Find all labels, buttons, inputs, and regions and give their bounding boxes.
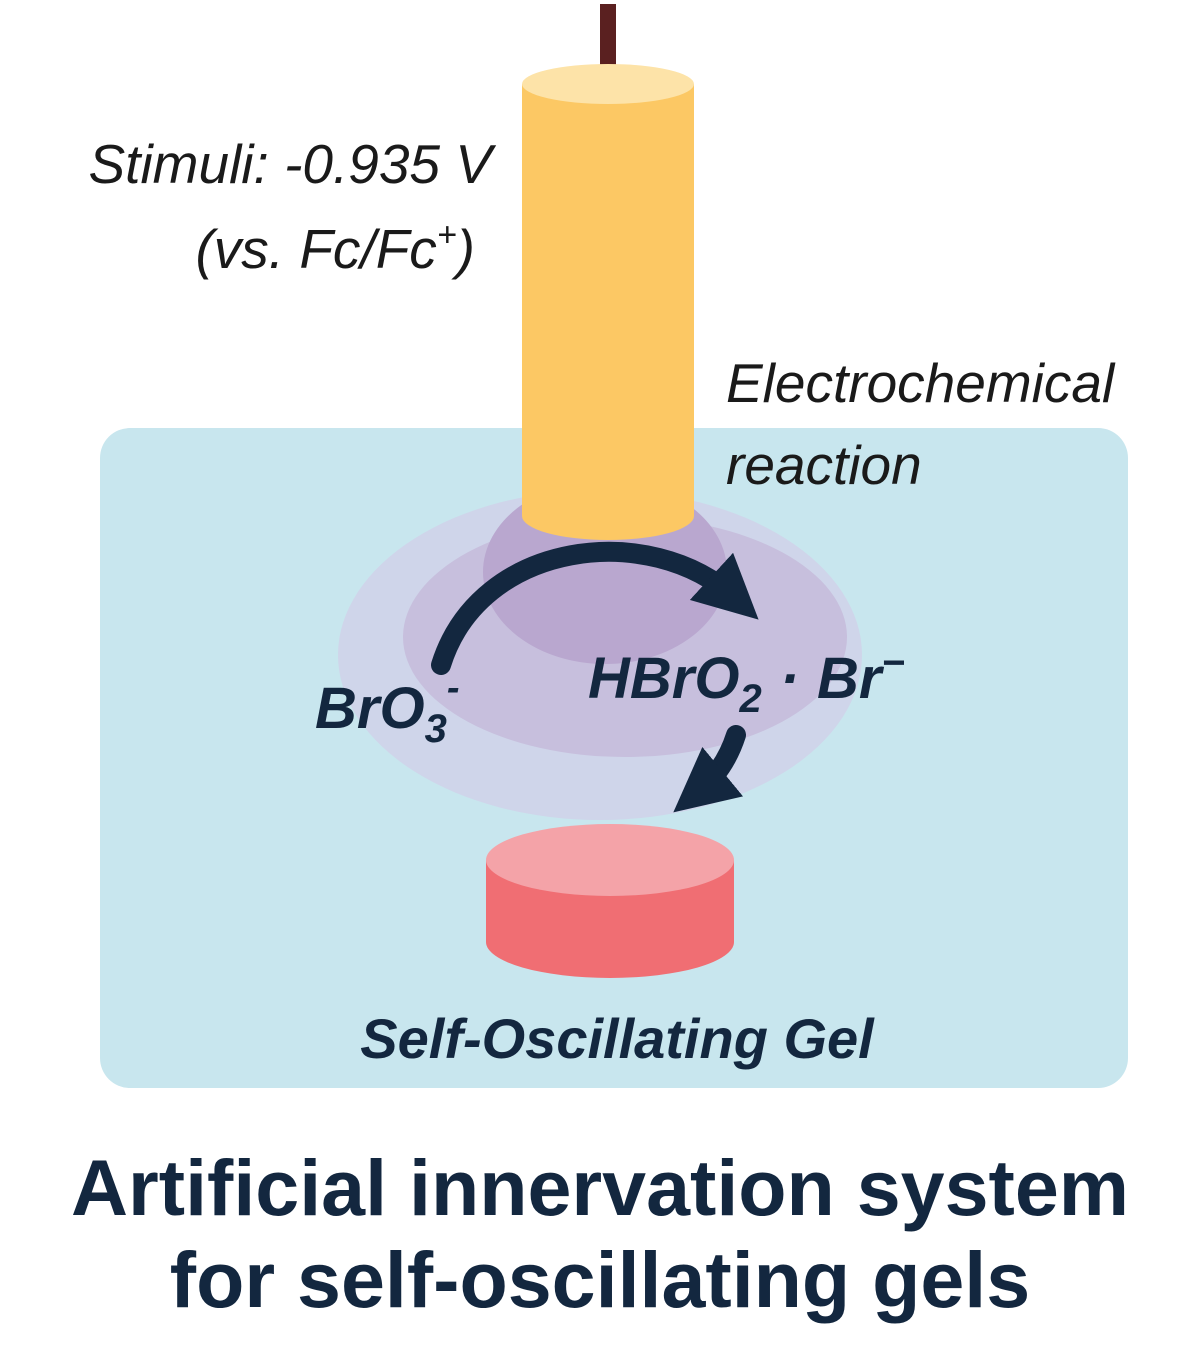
electrode-body — [522, 84, 694, 540]
arrow-to-gel — [673, 725, 746, 813]
electrochemical-label: Electrochemical — [726, 352, 1116, 414]
gel-top — [486, 824, 734, 896]
gel-label: Self-Oscillating Gel — [360, 1007, 875, 1070]
bromate-label: BrO3- — [315, 667, 459, 751]
caption-line-1: Artificial innervation system — [70, 1143, 1130, 1232]
reaction-label: reaction — [726, 434, 922, 496]
stimuli-label: Stimuli: -0.935 V — [88, 133, 496, 195]
caption-line-2: for self-oscillating gels — [169, 1235, 1031, 1324]
hbro2-bromide-label: HBrO2·Br− — [588, 641, 905, 721]
arrow-bromate-to-hbro2 — [431, 541, 759, 675]
electrode-top — [522, 64, 694, 104]
electrode-wire — [600, 4, 616, 84]
stimuli-reference-label: (vs. Fc/Fc+) — [195, 216, 475, 280]
